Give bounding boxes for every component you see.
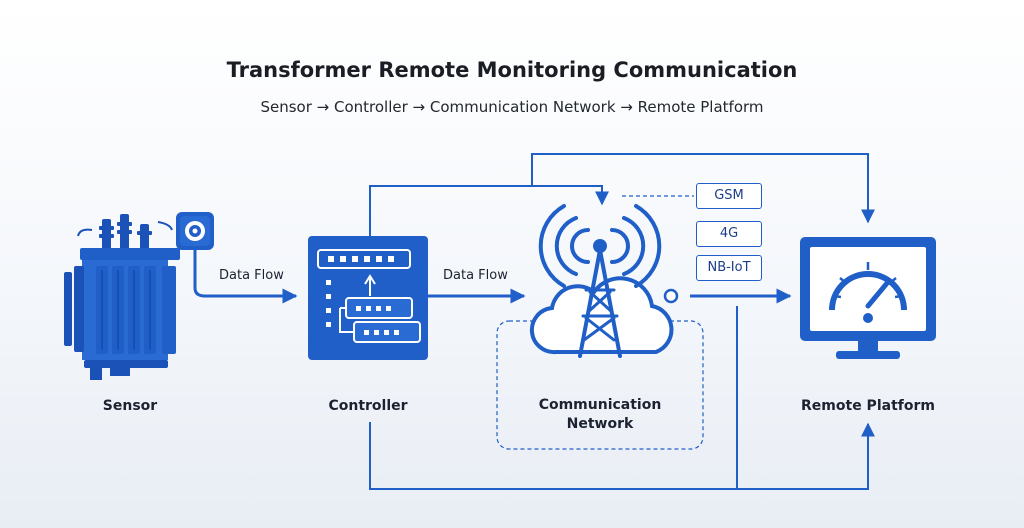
- network-badge-gsm: GSM: [696, 183, 762, 209]
- node-label-sensor: Sensor: [102, 398, 158, 414]
- node-label-network: Communication Network: [520, 396, 680, 434]
- diagram-title: Transformer Remote Monitoring Communicat…: [226, 58, 798, 82]
- network-badge-4g: 4G: [696, 221, 762, 247]
- tower-top-icon: [593, 239, 607, 253]
- sensor-connector-wire: [193, 250, 212, 298]
- network-output-node: [663, 288, 679, 304]
- network-badge-nb-iot: NB-IoT: [696, 255, 762, 281]
- flow-label-sensor-controller: Data Flow: [219, 268, 284, 283]
- sensor-device-icon: [176, 212, 214, 250]
- monitor-gauge-icon: [800, 237, 936, 359]
- node-label-controller: Controller: [328, 398, 408, 414]
- flow-label-controller-network: Data Flow: [443, 268, 508, 283]
- route-bottom-to-platform: [369, 422, 875, 490]
- node-label-network-line2: Network: [566, 416, 634, 432]
- node-label-network-line1: Communication: [538, 397, 662, 413]
- diagram-subtitle: Sensor → Controller → Communication Netw…: [260, 98, 764, 116]
- controller-icon: [308, 236, 428, 360]
- routing-lines: [369, 153, 875, 490]
- route-controller-to-network: [369, 185, 609, 236]
- transformer-icon: [64, 214, 180, 380]
- cell-tower-cloud-icon: [529, 204, 674, 358]
- route-top-to-platform: [531, 153, 875, 224]
- node-label-platform: Remote Platform: [801, 398, 935, 414]
